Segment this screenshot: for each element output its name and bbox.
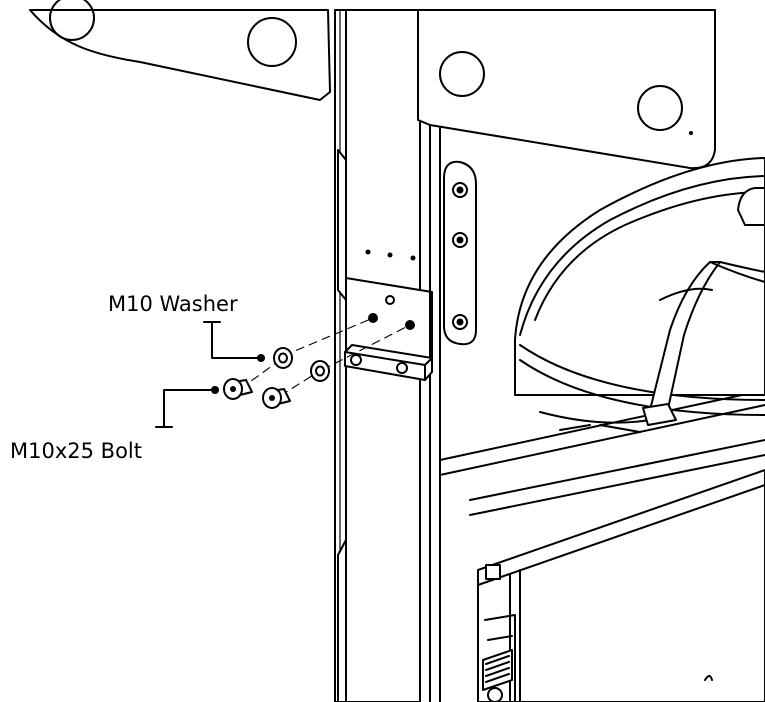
upper-right-panel xyxy=(417,9,716,170)
bolt-callout: M10x25 Bolt xyxy=(10,439,142,463)
hinge-bracket xyxy=(443,160,477,346)
washer-1 xyxy=(273,347,293,369)
washer-callout: M10 Washer xyxy=(108,292,238,316)
spacer-block xyxy=(344,344,433,381)
lid-strap xyxy=(642,261,765,426)
dome-lid xyxy=(514,157,765,433)
bolt-leader xyxy=(155,386,219,428)
lower-enclosure xyxy=(477,469,765,702)
bolt-2 xyxy=(262,387,291,409)
washer-leader xyxy=(203,321,265,362)
upper-left-panel xyxy=(29,0,331,101)
lower-left-panel xyxy=(337,539,347,702)
frame-lines xyxy=(429,124,765,702)
bolt-1 xyxy=(223,378,253,400)
washer-2 xyxy=(310,360,330,382)
